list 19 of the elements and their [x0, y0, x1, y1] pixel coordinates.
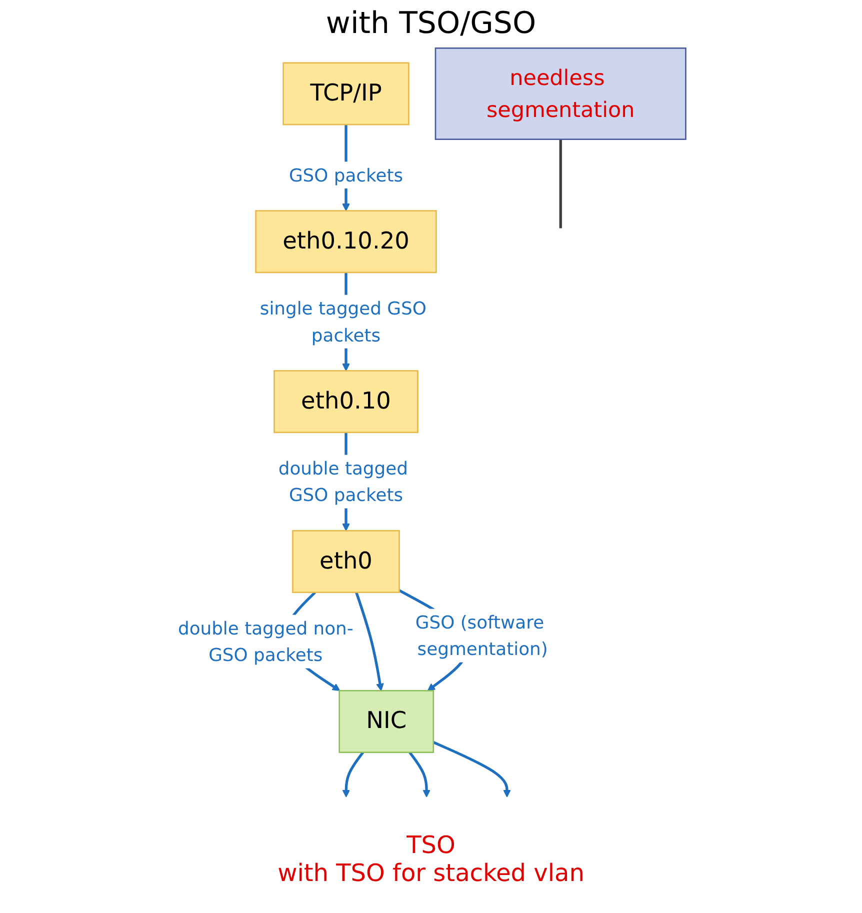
edge-label: GSO (software segmentation) — [415, 611, 548, 660]
arrow — [355, 592, 384, 692]
note-text: TSO — [406, 831, 456, 859]
node-box: eth0.10.20 — [255, 210, 437, 274]
connector — [559, 139, 562, 228]
edge-label: single tagged GSO packets — [260, 297, 426, 346]
node-box: needless segmentation — [434, 47, 686, 140]
node-box: eth0 — [292, 530, 400, 594]
edge-label: double tagged non-GSO packets — [178, 617, 354, 666]
node-box: TCP/IP — [282, 62, 410, 126]
arrow — [342, 752, 364, 798]
arrow — [432, 741, 511, 798]
edge-label: GSO packets — [288, 164, 404, 186]
edge-label: double tagged GSO packets — [278, 457, 408, 506]
diagram-title: with TSO/GSO — [324, 6, 538, 41]
node-box: eth0.10 — [274, 370, 418, 434]
arrow — [408, 752, 430, 798]
node-box: NIC — [338, 690, 434, 754]
note-text: with TSO for stacked vlan — [276, 859, 586, 887]
